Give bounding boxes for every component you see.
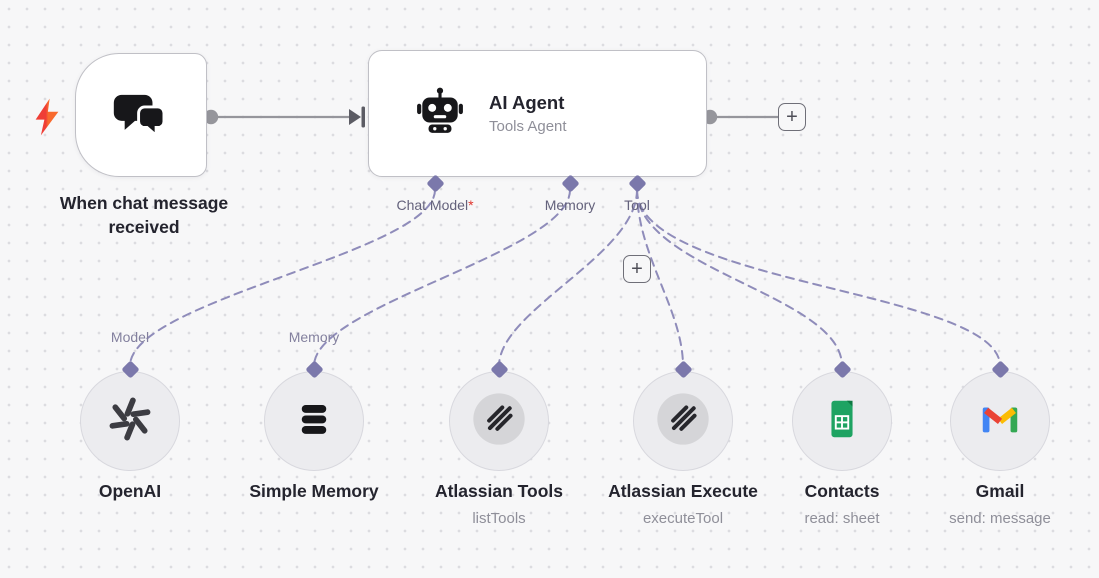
robot-icon [415, 86, 465, 141]
mcp-icon [471, 391, 527, 452]
add-tool-button[interactable]: + [623, 255, 651, 283]
tool-connector[interactable] [627, 174, 647, 193]
port-chat-model: Chat Model* [375, 174, 495, 213]
atlassian-tools-subtitle: listTools [472, 510, 526, 527]
chat-model-label: Chat Model* [396, 197, 474, 213]
atlassian-execute-circle[interactable] [633, 371, 733, 471]
node-chat-trigger[interactable] [75, 53, 207, 177]
edge-memory-simplememory[interactable] [313, 189, 571, 367]
simple-memory-name: Simple Memory [249, 481, 379, 501]
add-node-button[interactable]: + [778, 103, 806, 131]
memory-label: Memory [544, 197, 596, 213]
atlassian-tools-port-label [419, 329, 579, 347]
contacts-name: Contacts [804, 481, 880, 501]
openai-port-label: Model [110, 329, 150, 345]
node-chat-trigger-label: When chat message received [59, 193, 229, 237]
simple-memory-port-label: Memory [288, 329, 340, 345]
chat-bubbles-icon [112, 84, 170, 147]
gmail-name: Gmail [975, 481, 1025, 501]
openai-circle[interactable] [80, 371, 180, 471]
simple-memory-circle[interactable] [264, 371, 364, 471]
gmail-subtitle: send: message [949, 510, 1051, 527]
node-simple-memory[interactable]: Memory Simple Memory [234, 325, 394, 540]
plus-icon: + [631, 258, 643, 280]
openai-icon [107, 396, 153, 447]
agent-input-arrow-icon [349, 109, 361, 125]
trigger-output-dot[interactable] [203, 109, 219, 125]
plus-icon: + [786, 106, 798, 128]
node-atlassian-tools[interactable]: Atlassian Tools listTools [419, 325, 579, 540]
agent-subtitle: Tools Agent [489, 118, 567, 135]
tool-label: Tool [624, 197, 650, 213]
port-tool: Tool [577, 174, 697, 213]
trigger-bolt-icon [33, 96, 61, 143]
node-atlassian-execute[interactable]: Atlassian Execute executeTool [603, 325, 763, 540]
agent-title: AI Agent [489, 92, 565, 113]
database-icon [293, 398, 335, 445]
edge-tool-contacts[interactable] [636, 189, 843, 367]
contacts-subtitle: read: sheet [804, 510, 880, 527]
port-memory: Memory [510, 174, 630, 213]
atlassian-tools-name: Atlassian Tools [434, 481, 564, 501]
edge-chatmodel-openai[interactable] [129, 189, 436, 367]
atlassian-tools-circle[interactable] [449, 371, 549, 471]
google-sheets-icon [819, 396, 865, 447]
node-contacts[interactable]: Contacts read: sheet [762, 325, 922, 540]
agent-input-bar-icon [361, 106, 365, 128]
gmail-port-label [920, 329, 1080, 347]
edge-tool-atlassian-execute[interactable] [636, 189, 684, 367]
contacts-circle[interactable] [792, 371, 892, 471]
node-openai[interactable]: Model OpenAI [50, 325, 210, 540]
atlassian-execute-port-label [603, 329, 763, 347]
edge-tool-atlassian-tools[interactable] [498, 189, 638, 367]
gmail-circle[interactable] [950, 371, 1050, 471]
mcp-icon [655, 391, 711, 452]
node-ai-agent[interactable]: AI Agent Tools Agent [368, 50, 707, 177]
contacts-port-label [762, 329, 922, 347]
atlassian-execute-subtitle: executeTool [642, 510, 724, 527]
gmail-icon [977, 396, 1023, 447]
node-gmail[interactable]: Gmail send: message [920, 325, 1080, 540]
chat-model-connector[interactable] [425, 174, 445, 193]
required-asterisk: * [468, 197, 474, 213]
openai-name: OpenAI [98, 481, 162, 501]
atlassian-execute-name: Atlassian Execute [608, 481, 758, 501]
edge-tool-gmail[interactable] [636, 189, 1001, 367]
